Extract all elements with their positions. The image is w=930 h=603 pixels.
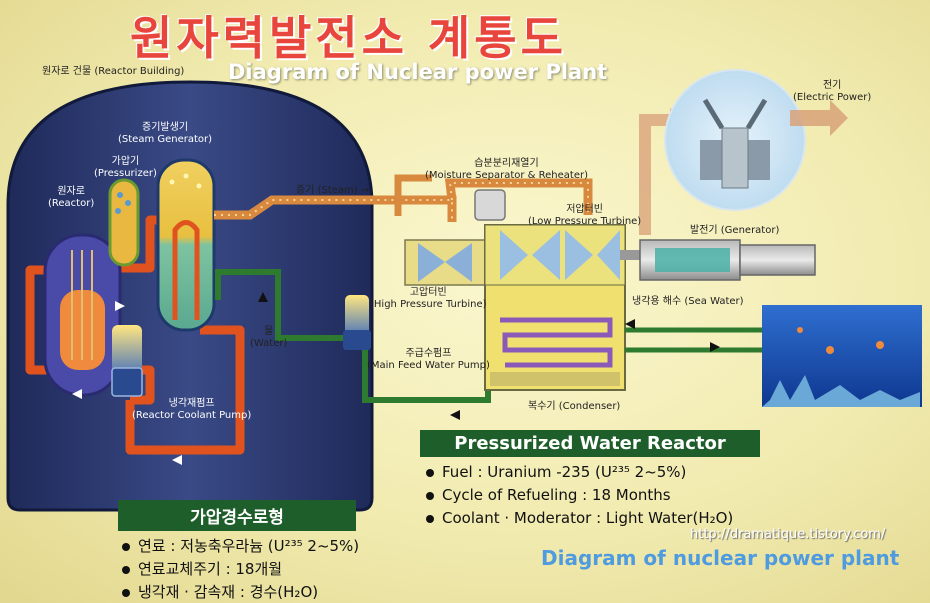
- ko-spec-coolant: 냉각재 · 감속재 : 경수(H₂O): [138, 583, 319, 601]
- label-low-pressure-turbine-ko: 저압터빈: [566, 204, 604, 215]
- title-en: Diagram of Nuclear power Plant: [228, 60, 608, 84]
- label-pressurizer-en: (Pressurizer): [94, 168, 157, 179]
- label-high-pressure-turbine-en: (High Pressure Turbine): [370, 299, 487, 310]
- label-steam: 증기 (Steam) →: [296, 185, 370, 196]
- label-steam-generator-en: (Steam Generator): [118, 134, 213, 145]
- label-reactor-coolant-pump-en: (Reactor Coolant Pump): [132, 410, 252, 421]
- label-steam-generator: 증기발생기 (Steam Generator): [118, 122, 212, 146]
- ko-box-title: 가압경수로형: [118, 500, 356, 531]
- label-high-pressure-turbine-ko: 고압터빈: [409, 287, 447, 298]
- primary-loop-pipe: [25, 215, 245, 455]
- pwr-spec-coolant: Coolant · Moderator : Light Water(H₂O): [442, 509, 734, 527]
- ko-info-box: 가압경수로형 연료 : 저농축우라늄 (U²³⁵ 2~5%) 연료교체주기 : …: [118, 500, 359, 603]
- label-low-pressure-turbine-en: (Low Pressure Turbine): [528, 216, 642, 227]
- power-flow-arrow: [639, 114, 670, 235]
- ko-spec-refueling: 연료교체주기 : 18개월: [138, 560, 283, 578]
- label-water-en: (Water): [250, 338, 288, 349]
- source-url: http://dramatique.tistory.com/: [690, 527, 886, 542]
- pwr-spec-fuel: Fuel : Uranium -235 (U²³⁵ 2~5%): [442, 463, 687, 481]
- label-pressurizer-ko: 가압기: [111, 156, 140, 167]
- label-main-feed-pump-ko: 주급수펌프: [405, 348, 452, 359]
- label-main-feed-pump: 주급수펌프 (Main Feed Water Pump): [367, 348, 490, 372]
- pwr-info-box: Pressurized Water Reactor Fuel : Uranium…: [420, 430, 760, 534]
- bullet-icon: [426, 468, 434, 477]
- bullet-icon: [122, 588, 130, 597]
- bullet-icon: [122, 565, 130, 574]
- pwr-spec-item: Coolant · Moderator : Light Water(H₂O): [426, 507, 754, 530]
- label-reactor-building: 원자로 건물 (Reactor Building): [42, 66, 185, 77]
- ko-spec-list: 연료 : 저농축우라늄 (U²³⁵ 2~5%) 연료교체주기 : 18개월 냉각…: [118, 531, 359, 603]
- label-moisture-separator-en: (Moisture Separator & Reheater): [425, 170, 588, 181]
- ko-spec-item: 연료교체주기 : 18개월: [122, 558, 352, 581]
- pwr-spec-list: Fuel : Uranium -235 (U²³⁵ 2~5%) Cycle of…: [420, 457, 760, 534]
- electric-out-arrow: [790, 100, 848, 136]
- label-electric-power: 전기 (Electric Power): [793, 80, 871, 104]
- label-steam-generator-ko: 증기발생기: [142, 122, 189, 133]
- water-line-pipe: [215, 269, 491, 403]
- label-generator: 발전기 (Generator): [690, 225, 780, 236]
- title-ko: 원자력발전소 계통도: [130, 11, 567, 65]
- label-electric-power-en: (Electric Power): [793, 92, 872, 103]
- reactor-coolant-pump-shape: [112, 325, 142, 380]
- ko-spec-fuel: 연료 : 저농축우라늄 (U²³⁵ 2~5%): [138, 537, 360, 555]
- label-reactor-coolant-pump: 냉각재펌프 (Reactor Coolant Pump): [132, 398, 251, 422]
- pwr-spec-refueling: Cycle of Refueling : 18 Months: [442, 486, 671, 504]
- label-low-pressure-turbine: 저압터빈 (Low Pressure Turbine): [528, 204, 641, 228]
- bullet-icon: [426, 514, 434, 523]
- high-pressure-turbine-shape: [404, 239, 486, 286]
- label-reactor-en: (Reactor): [48, 198, 95, 209]
- moisture-separator-shape: [474, 189, 506, 221]
- label-sea-water: 냉각용 해수 (Sea Water): [632, 296, 744, 307]
- pwr-spec-item: Fuel : Uranium -235 (U²³⁵ 2~5%): [426, 461, 754, 484]
- label-electric-power-ko: 전기: [822, 80, 842, 91]
- pwr-box-title: Pressurized Water Reactor: [420, 430, 760, 457]
- steam-generator-shape: [156, 158, 216, 332]
- label-pressurizer: 가압기 (Pressurizer): [94, 156, 157, 180]
- main-feed-pump-shape: [345, 295, 369, 340]
- ko-spec-item: 냉각재 · 감속재 : 경수(H₂O): [122, 581, 352, 603]
- label-main-feed-pump-en: (Main Feed Water Pump): [367, 360, 490, 371]
- label-water: 물 (Water): [250, 326, 287, 350]
- label-water-ko: 물: [264, 326, 274, 337]
- label-reactor-coolant-pump-ko: 냉각재펌프: [168, 398, 215, 409]
- bullet-icon: [426, 491, 434, 500]
- label-moisture-separator-ko: 습분분리재열기: [474, 158, 539, 169]
- label-reactor-ko: 원자로: [57, 186, 85, 197]
- label-reactor: 원자로 (Reactor): [48, 186, 94, 210]
- caption: Diagram of nuclear power plant: [541, 546, 900, 570]
- label-moisture-separator: 습분분리재열기 (Moisture Separator & Reheater): [425, 158, 588, 182]
- label-high-pressure-turbine: 고압터빈 (High Pressure Turbine): [370, 287, 487, 311]
- label-condenser: 복수기 (Condenser): [528, 401, 621, 412]
- bullet-icon: [122, 542, 130, 551]
- pressurizer-shape: [108, 178, 140, 267]
- pwr-spec-item: Cycle of Refueling : 18 Months: [426, 484, 754, 507]
- ko-spec-item: 연료 : 저농축우라늄 (U²³⁵ 2~5%): [122, 535, 359, 558]
